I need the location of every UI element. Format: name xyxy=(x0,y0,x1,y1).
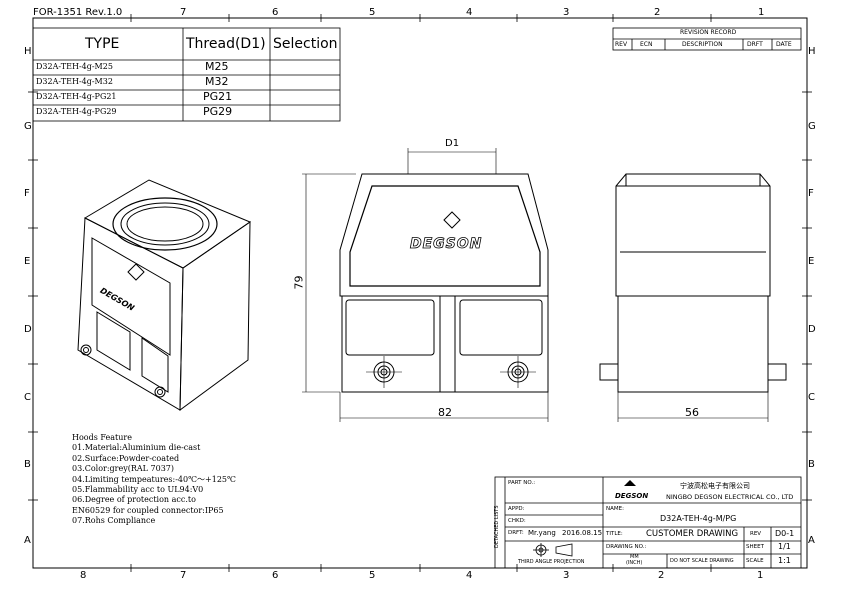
title-value: CUSTOMER DRAWING xyxy=(646,529,739,539)
grid-col-top-5: 5 xyxy=(369,7,376,18)
draft-date: 2016.08.15 xyxy=(562,529,603,537)
side-view xyxy=(599,173,787,422)
thread-header: Thread(D1) xyxy=(186,36,266,52)
revision-record-title: REVISION RECORD xyxy=(680,29,737,36)
grid-row-left-H: H xyxy=(24,46,32,57)
date-col: DATE xyxy=(776,41,792,48)
company-en: NINGBO DEGSON ELECTRICAL CO., LTD xyxy=(666,493,794,501)
front-view xyxy=(302,148,549,422)
title-label: TITLE: xyxy=(606,531,623,537)
chkd-label: CHKD: xyxy=(508,518,526,524)
dim-d1: D1 xyxy=(445,138,460,149)
revision-table-lines xyxy=(612,27,802,51)
grid-col-top-4: 4 xyxy=(466,7,473,18)
grid-row-right-H: H xyxy=(808,46,816,57)
notes-title: Hoods Feature xyxy=(72,433,132,442)
grid-row-left-E: E xyxy=(24,256,31,267)
grid-row-right-A: A xyxy=(808,535,815,546)
drft-col: DRFT xyxy=(747,41,763,48)
grid-row-left-F: F xyxy=(24,188,30,199)
iso-view xyxy=(77,179,252,412)
grid-col-bottom-6: 6 xyxy=(272,570,279,581)
thread-row-1: M25 xyxy=(205,60,229,73)
hood-features: Hoods Feature 01.Material:Aluminium die-… xyxy=(72,433,236,527)
unit-inch: (INCH) xyxy=(626,560,643,566)
grid-col-bottom-3: 3 xyxy=(563,570,570,581)
rev-value: D0-1 xyxy=(775,529,795,538)
ecn-col: ECN xyxy=(640,41,653,48)
type-row-4: D32A-TEH-4g-PG29 xyxy=(36,107,117,116)
grid-row-right-G: G xyxy=(808,121,816,132)
grid-col-top-1: 1 xyxy=(758,7,765,18)
grid-col-bottom-2: 2 xyxy=(658,570,665,581)
grid-col-bottom-4: 4 xyxy=(466,570,473,581)
name-label: NAME: xyxy=(606,506,624,512)
drawing-no-label: DRAWING NO.: xyxy=(606,544,647,550)
selection-header: Selection xyxy=(273,36,338,52)
grid-row-right-C: C xyxy=(808,392,815,403)
grid-row-right-B: B xyxy=(808,459,815,470)
logo-text: DEGSON xyxy=(615,492,649,500)
grid-col-top-2: 2 xyxy=(654,7,661,18)
grid-row-right-D: D xyxy=(808,324,816,335)
note-item: 03.Color:grey(RAL 7037) xyxy=(72,464,175,474)
projection-label: THIRD ANGLE PROJECTION xyxy=(518,559,585,565)
detached-lists-label: DETACHED LISTS xyxy=(494,505,500,548)
note-item: 02.Surface:Powder-coated xyxy=(72,453,180,463)
dim-height: 79 xyxy=(292,275,306,290)
grid-row-right-F: F xyxy=(808,188,814,199)
note-item: 04.Limiting tempeatures:-40℃～+125℃ xyxy=(72,474,236,484)
grid-col-bottom-1: 1 xyxy=(757,570,764,581)
grid-col-bottom-7: 7 xyxy=(180,570,187,581)
degson-logo-icon xyxy=(624,480,636,486)
drft-label: DRFT: xyxy=(508,530,524,536)
projection-symbol-icon xyxy=(533,543,573,557)
scale-label: SCALE xyxy=(746,558,764,564)
grid-row-left-B: B xyxy=(24,459,31,470)
form-id: FOR-1351 Rev.1.0 xyxy=(33,7,123,18)
description-col: DESCRIPTION xyxy=(682,41,723,48)
type-row-1: D32A-TEH-4g-M25 xyxy=(36,62,113,71)
grid-row-left-G: G xyxy=(24,121,32,132)
note-item: 06.Degree of protection acc.to xyxy=(72,495,196,505)
name-value: D32A-TEH-4g-M/PG xyxy=(660,514,737,523)
grid-row-left-A: A xyxy=(24,535,31,546)
type-table-lines xyxy=(32,27,341,122)
note-item: 07.Rohs Compliance xyxy=(72,516,156,526)
thread-row-2: M32 xyxy=(205,75,229,88)
thread-row-4: PG29 xyxy=(203,105,233,118)
no-scale: DO NOT SCALE DRAWING xyxy=(670,558,734,564)
appd-label: APPD: xyxy=(508,506,525,512)
scale-value: 1:1 xyxy=(778,556,791,565)
title-block-lines xyxy=(494,476,802,569)
sheet-label: SHEET xyxy=(746,544,764,550)
drafter: Mr.yang xyxy=(528,529,556,537)
unit-mm: MM xyxy=(630,554,639,560)
grid-col-top-6: 6 xyxy=(272,7,279,18)
sheet-value: 1/1 xyxy=(778,542,791,551)
grid-row-left-D: D xyxy=(24,324,32,335)
note-item: 01.Material:Aluminium die-cast xyxy=(72,443,201,453)
grid-col-bottom-5: 5 xyxy=(369,570,376,581)
note-item: 05.Flammability acc to UL94:V0 xyxy=(72,485,204,495)
grid-row-left-C: C xyxy=(24,392,31,403)
dim-width-side: 56 xyxy=(685,406,699,419)
type-header: TYPE xyxy=(85,36,120,52)
note-item: EN60529 for coupled connector:IP65 xyxy=(72,505,224,515)
grid-col-top-3: 3 xyxy=(563,7,570,18)
type-row-2: D32A-TEH-4g-M32 xyxy=(36,77,113,86)
type-row-3: D32A-TEH-4g-PG21 xyxy=(36,92,117,101)
front-brand: DEGSON xyxy=(410,236,483,253)
rev-col: REV xyxy=(615,41,628,48)
thread-row-3: PG21 xyxy=(203,90,233,103)
grid-col-bottom-8: 8 xyxy=(80,570,87,581)
company-cn: 宁波高松电子有限公司 xyxy=(680,482,750,490)
part-no-label: PART NO.: xyxy=(508,480,536,486)
dim-width-front: 82 xyxy=(438,406,452,419)
rev-label: REV xyxy=(750,531,762,537)
grid-col-top-7: 7 xyxy=(180,7,187,18)
grid-row-right-E: E xyxy=(808,256,815,267)
